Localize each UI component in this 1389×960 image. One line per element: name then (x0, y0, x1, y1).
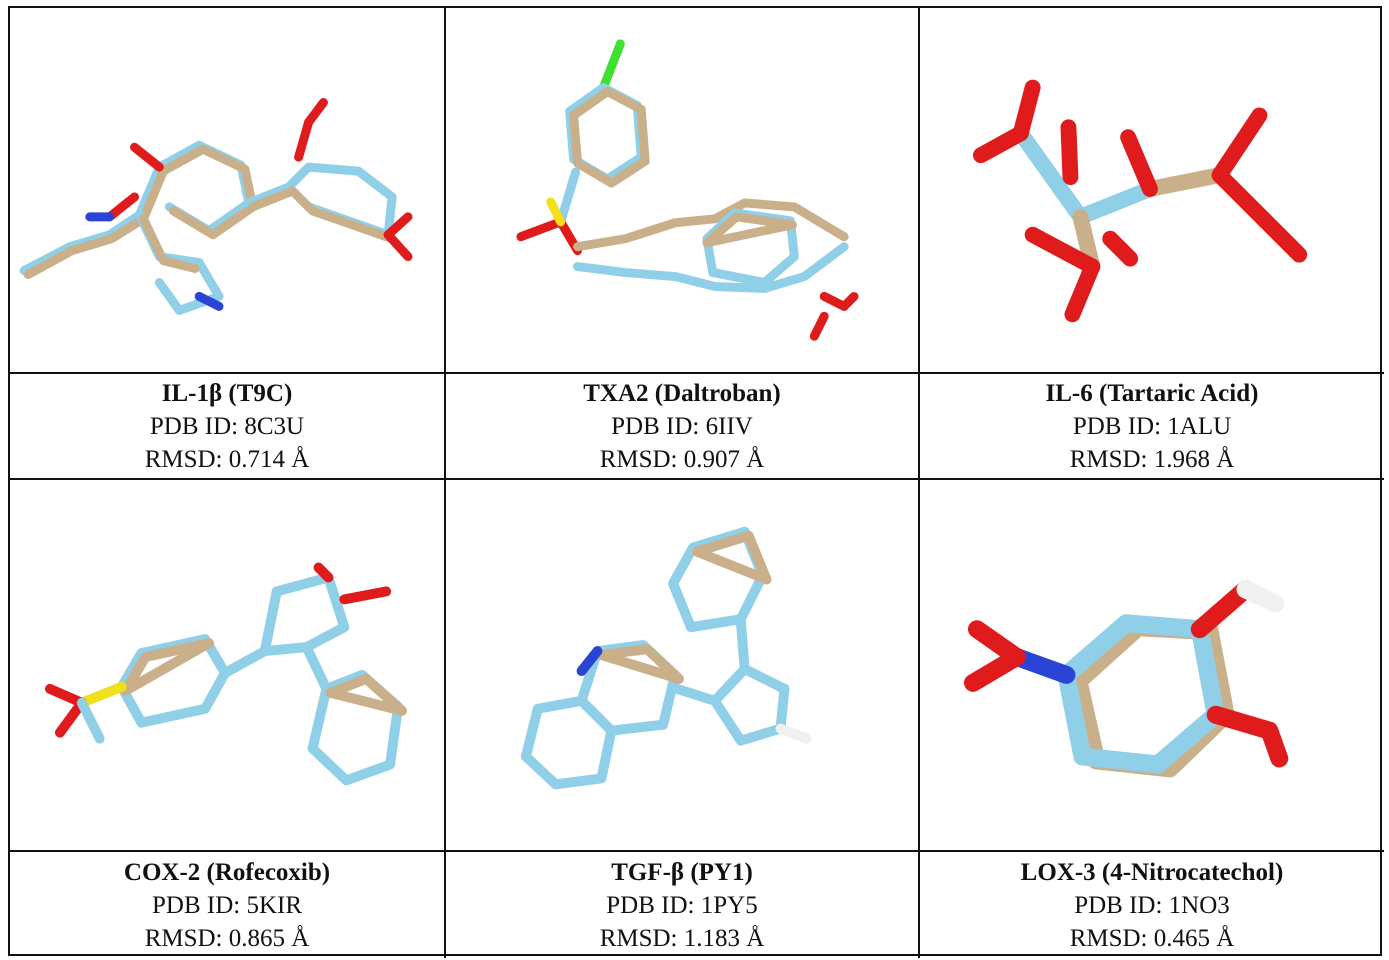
caption-txa2: TXA2 (Daltroban) PDB ID: 6IIV RMSD: 0.90… (446, 374, 920, 480)
rmsd-value: RMSD: 0.907 Å (599, 445, 765, 473)
molecule-cox2-icon (44, 562, 408, 786)
molecule-il6-icon (972, 79, 1308, 323)
pdb-id: PDB ID: 1NO3 (1074, 891, 1230, 919)
caption-lox3: LOX-3 (4-Nitrocatechol) PDB ID: 1NO3 RMS… (920, 852, 1384, 958)
panel-title: LOX-3 (4-Nitrocatechol) (1020, 858, 1284, 886)
panel-image-cox2 (10, 480, 446, 852)
molecule-txa2-icon (516, 39, 859, 341)
rmsd-value: RMSD: 0.865 Å (144, 924, 310, 952)
rmsd-value: RMSD: 1.183 Å (599, 924, 765, 952)
pdb-id: PDB ID: 1PY5 (606, 891, 758, 919)
caption-tgfb: TGF-β (PY1) PDB ID: 1PY5 RMSD: 1.183 Å (446, 852, 920, 958)
caption-cox2: COX-2 (Rofecoxib) PDB ID: 5KIR RMSD: 0.8… (10, 852, 446, 958)
panel-image-il1b (10, 8, 446, 374)
molecule-tgfb-icon (520, 526, 812, 790)
panel-image-txa2 (446, 8, 920, 374)
pdb-id: PDB ID: 8C3U (149, 412, 305, 440)
pdb-id: PDB ID: 5KIR (151, 891, 302, 919)
rmsd-value: RMSD: 1.968 Å (1069, 445, 1235, 473)
pdb-id: PDB ID: 6IIV (611, 412, 753, 440)
panel-image-lox3 (920, 480, 1384, 852)
panel-image-tgfb (446, 480, 920, 852)
panel-title: TXA2 (Daltroban) (583, 379, 781, 407)
panel-title: IL-6 (Tartaric Acid) (1045, 379, 1259, 407)
panel-title: COX-2 (Rofecoxib) (123, 858, 331, 886)
molecule-lox3-icon (964, 580, 1289, 778)
caption-il1b: IL-1β (T9C) PDB ID: 8C3U RMSD: 0.714 Å (10, 374, 446, 480)
pdb-id: PDB ID: 1ALU (1072, 412, 1232, 440)
panel-image-il6 (920, 8, 1384, 374)
molecule-il1b-icon (19, 98, 413, 315)
docking-comparison-table: IL-1β (T9C) PDB ID: 8C3U RMSD: 0.714 Å T… (8, 6, 1384, 958)
panel-title: IL-1β (T9C) (161, 379, 293, 407)
rmsd-value: RMSD: 0.465 Å (1069, 924, 1235, 952)
rmsd-value: RMSD: 0.714 Å (144, 445, 310, 473)
caption-il6: IL-6 (Tartaric Acid) PDB ID: 1ALU RMSD: … (920, 374, 1384, 480)
panel-title: TGF-β (PY1) (611, 858, 753, 886)
